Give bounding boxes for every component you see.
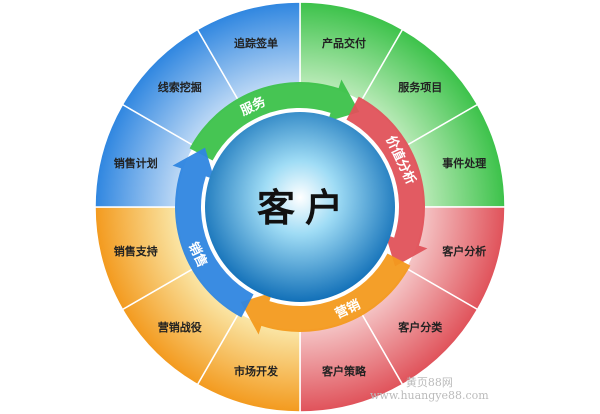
cycle-arrow-0: [189, 79, 360, 161]
watermark-title: 黄页88网: [405, 376, 453, 389]
cycle-arrow-1: [346, 96, 428, 267]
segment-label: 线索挖掘: [158, 80, 202, 94]
segment-label: 客户策略: [321, 364, 367, 378]
watermark: 黄页88网 www.huangye88.com: [370, 376, 489, 402]
cycle-arrow-3: [172, 147, 254, 318]
segment-label: 客户分类: [397, 320, 443, 334]
segment-label: 市场开发: [234, 364, 279, 378]
segment-label: 追踪签单: [234, 36, 278, 50]
segment-label: 服务项目: [398, 80, 442, 94]
center-circle: [205, 112, 395, 302]
segment-label: 客户分析: [441, 244, 486, 258]
watermark-url: www.huangye88.com: [370, 389, 489, 402]
segment-label: 销售计划: [114, 156, 158, 170]
segment-label: 事件处理: [442, 156, 486, 170]
segment-label: 产品交付: [322, 36, 366, 50]
segment-label: 营销战役: [158, 320, 202, 334]
segment-label: 销售支持: [114, 244, 158, 258]
cycle-arrow-2: [240, 253, 411, 335]
center-label: 客户: [257, 186, 353, 230]
